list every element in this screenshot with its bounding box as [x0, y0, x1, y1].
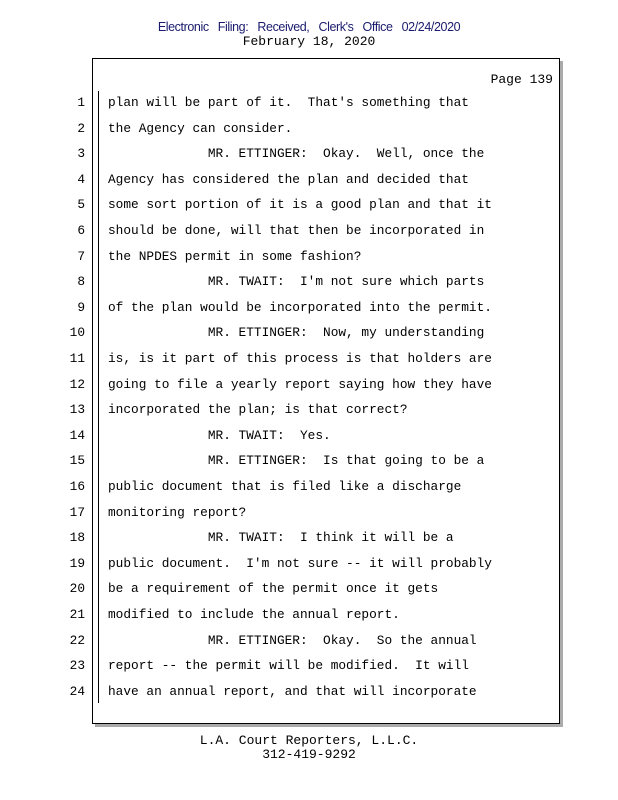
line-number: 11 [69, 351, 85, 366]
line-text: MR. ETTINGER: Okay. Well, once the [108, 146, 485, 162]
transcript-page: Page 139 1 plan will be part of it. That'… [70, 58, 560, 724]
line-number: 14 [69, 427, 85, 443]
line-number: 10 [69, 325, 85, 341]
line-number: 5 [77, 197, 85, 213]
line-text: be a requirement of the permit once it g… [108, 581, 439, 597]
line-text: public document that is filed like a dis… [108, 479, 462, 494]
line-text: public document. I'm not sure -- it will… [108, 555, 492, 571]
line-text: some sort portion of it is a good plan a… [108, 197, 492, 213]
transcript-line: 4 Agency has considered the plan and deci… [53, 171, 469, 190]
line-text: incorporated the plan; is that correct? [108, 402, 408, 418]
line-number: 3 [77, 146, 85, 162]
line-number: 9 [77, 299, 85, 315]
transcript-date: February 18, 2020 [242, 34, 376, 49]
line-text: the Agency can consider. [108, 120, 293, 136]
line-number: 20 [69, 581, 85, 597]
transcript-line: 23 report -- the permit will be modified.… [53, 658, 469, 676]
line-text: MR. TWAIT: Yes. [108, 427, 331, 443]
line-text: monitoring report? [108, 504, 247, 520]
line-text: of the plan would be incorporated into t… [108, 299, 492, 315]
transcript-line: 10 MR. ETTINGER: Now, my understanding [53, 325, 485, 343]
transcript-line: 21 modified to include the annual report. [53, 607, 400, 625]
transcript-line: 9 of the plan would be incorporated into … [53, 299, 492, 318]
line-text: the NPDES permit in some fashion? [108, 248, 362, 264]
filing-stamp: Electronic Filing: Received, Clerk's Off… [157, 20, 461, 34]
line-number: 6 [77, 223, 85, 238]
transcript-line: 3 MR. ETTINGER: Okay. Well, once the [53, 146, 484, 164]
transcript-line: 5 some sort portion of it is a good plan … [53, 197, 492, 215]
transcript-line: 6 should be done, will that then be incor… [53, 223, 484, 241]
transcript-line: 19 public document. I'm not sure -- it wi… [53, 555, 492, 574]
line-number: 24 [69, 683, 85, 699]
transcript-line: 14 MR. TWAIT: Yes. [53, 427, 331, 446]
transcript-line: 1 plan will be part of it. That's somethi… [53, 95, 469, 113]
transcript-line: 7 the NPDES permit in some fashion? [53, 248, 361, 267]
line-text: Agency has considered the plan and decid… [108, 171, 469, 187]
transcript-line: 20 be a requirement of the permit once it… [53, 581, 439, 599]
line-number: 7 [77, 248, 85, 264]
transcript-line: 11 is, is it part of this process is that… [53, 351, 492, 369]
transcript-line: 13 incorporated the plan; is that correct… [53, 402, 408, 420]
line-text: MR. TWAIT: I'm not sure which parts [108, 274, 485, 290]
transcript-line: 8 MR. TWAIT: I'm not sure which parts [53, 274, 484, 292]
transcript-line: 16 public document that is filed like a d… [53, 479, 462, 497]
transcript-line: 2 the Agency can consider. [53, 120, 292, 139]
line-text: report -- the permit will be modified. I… [108, 658, 469, 674]
line-number: 2 [77, 120, 85, 136]
footer-company: L.A. Court Reporters, L.L.C. [199, 733, 419, 748]
transcript-line: 12 going to file a yearly report saying h… [53, 376, 492, 395]
line-number: 21 [69, 607, 85, 622]
line-text: going to file a yearly report saying how… [108, 376, 492, 392]
transcript-line: 22 MR. ETTINGER: Okay. So the annual [53, 632, 477, 651]
line-number: 15 [69, 453, 85, 469]
line-text: should be done, will that then be incorp… [108, 223, 485, 238]
line-number: 4 [77, 171, 85, 187]
line-number: 16 [69, 479, 85, 494]
line-number: 22 [69, 632, 85, 648]
line-text: MR. TWAIT: I think it will be a [108, 530, 454, 546]
line-number: 19 [69, 555, 85, 571]
line-number: 17 [69, 504, 85, 520]
line-number: 23 [69, 658, 85, 674]
line-number: 8 [77, 274, 85, 290]
line-number: 12 [69, 376, 85, 392]
line-number: 18 [69, 530, 85, 546]
line-number: 13 [69, 402, 85, 418]
margin-rule [98, 91, 99, 703]
transcript-line: 15 MR. ETTINGER: Is that going to be a [53, 453, 485, 471]
line-text: modified to include the annual report. [108, 607, 400, 622]
footer-phone: 312-419-9292 [262, 747, 356, 762]
line-text: plan will be part of it. That's somethin… [108, 95, 469, 110]
line-text: have an annual report, and that will inc… [108, 683, 477, 699]
line-number: 1 [77, 95, 85, 110]
transcript-line: 18 MR. TWAIT: I think it will be a [53, 530, 454, 548]
line-text: MR. ETTINGER: Is that going to be a [108, 453, 485, 469]
line-text: MR. ETTINGER: Now, my understanding [108, 325, 485, 341]
line-text: MR. ETTINGER: Okay. So the annual [108, 632, 477, 648]
page-number: Page 139 [490, 72, 553, 87]
transcript-line: 24 have an annual report, and that will i… [53, 683, 477, 702]
transcript-line: 17 monitoring report? [53, 504, 247, 523]
line-text: is, is it part of this process is that h… [108, 351, 492, 366]
